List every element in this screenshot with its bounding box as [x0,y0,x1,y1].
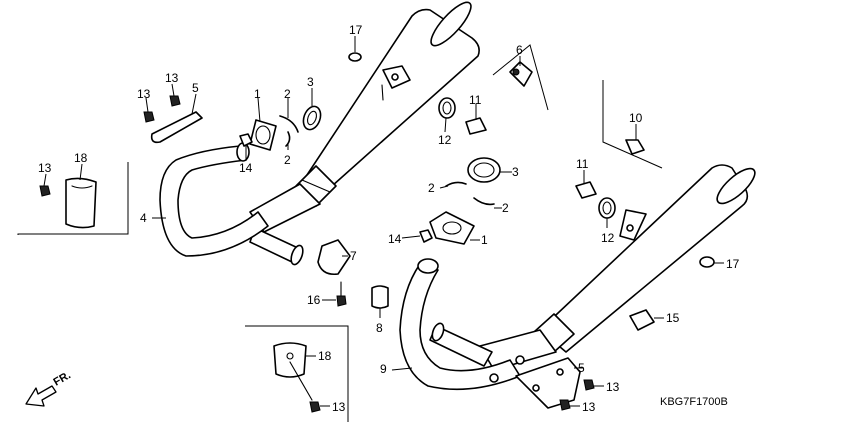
callout-10: 10 [629,111,643,125]
inset-frames [17,44,663,422]
callout-16: 16 [307,293,321,307]
inset-frame-10 [602,80,663,169]
callout-18: 18 [318,349,332,363]
washer-17-upper [348,52,362,62]
bolt-10 [625,139,645,155]
collar-2-a [279,115,299,133]
rubber-mount-6 [509,61,533,87]
callout-11: 11 [469,93,482,107]
inset-frame-left [17,162,129,235]
lower-exhaust-pipe[interactable] [399,163,760,409]
callout-6: 6 [516,43,523,57]
leader-lines [43,36,724,407]
callout-4: 4 [140,211,147,225]
diagram-code: KBG7F1700B [660,396,728,408]
grommet-12-upper [438,97,456,119]
inset-frame-bottom [245,325,349,422]
bolt-13-c [39,185,51,197]
clip-15 [629,309,655,331]
callout-2: 2 [502,201,509,215]
front-label: FR. [52,369,73,388]
gasket-1-upper [249,119,277,151]
callout-1: 1 [254,87,261,101]
callout-12: 12 [601,231,615,245]
callout-3: 3 [307,75,314,89]
bolt-13-e [559,399,571,411]
callout-13: 13 [582,400,596,414]
heat-shield-18-upper [65,177,97,229]
front-arrow-icon [25,385,57,407]
bolt-13-d [583,379,595,391]
callout-17: 17 [349,23,363,37]
ring-3-upper [302,105,322,131]
grommet-12-lower [598,197,616,219]
callout-13: 13 [606,380,620,394]
callout-labels: 17 6 13 13 5 1 2 3 2 14 11 12 10 13 18 4… [38,23,740,414]
callout-12: 12 [438,133,452,147]
collar-2-b [285,131,291,147]
gasket-8 [371,285,389,309]
callout-3: 3 [512,165,519,179]
callout-7: 7 [350,249,357,263]
callout-2: 2 [284,87,291,101]
callout-5: 5 [578,361,585,375]
callout-8: 8 [376,321,383,335]
clamp-7 [317,239,351,276]
bracket-5-upper [150,111,203,144]
callout-2: 2 [284,153,291,167]
bolt-13-a [169,95,181,107]
callout-13: 13 [38,161,52,175]
callout-13: 13 [332,400,346,414]
washer-17-lower [699,256,715,268]
collar-2-c [445,181,467,187]
callout-17: 17 [726,257,740,271]
callout-1: 1 [481,233,488,247]
collar-11-lower [575,181,597,199]
callout-14: 14 [239,161,253,175]
callout-14: 14 [388,232,402,246]
heat-shield-18-lower [273,342,307,378]
nut-14-lower [419,229,433,243]
callout-9: 9 [380,362,387,376]
small-parts-lower [273,157,715,413]
small-parts-upper [39,52,645,309]
gasket-1-lower [429,211,475,245]
upper-exhaust-pipe[interactable] [159,0,480,266]
callout-13: 13 [165,71,179,85]
callout-13: 13 [137,87,151,101]
inset-frame-6 [492,44,549,111]
callout-5: 5 [192,81,199,95]
bolt-13-b [143,111,155,123]
nut-14-upper [239,133,253,147]
bolt-13-f [309,401,321,413]
callout-15: 15 [666,311,680,325]
front-direction-marker: FR. [25,369,73,407]
collar-2-d [473,197,495,206]
collar-11-upper [465,117,487,135]
ring-3-lower [467,157,501,183]
callout-18: 18 [74,151,88,165]
callout-11: 11 [576,157,589,171]
callout-2: 2 [428,181,435,195]
bolt-16 [336,295,347,307]
